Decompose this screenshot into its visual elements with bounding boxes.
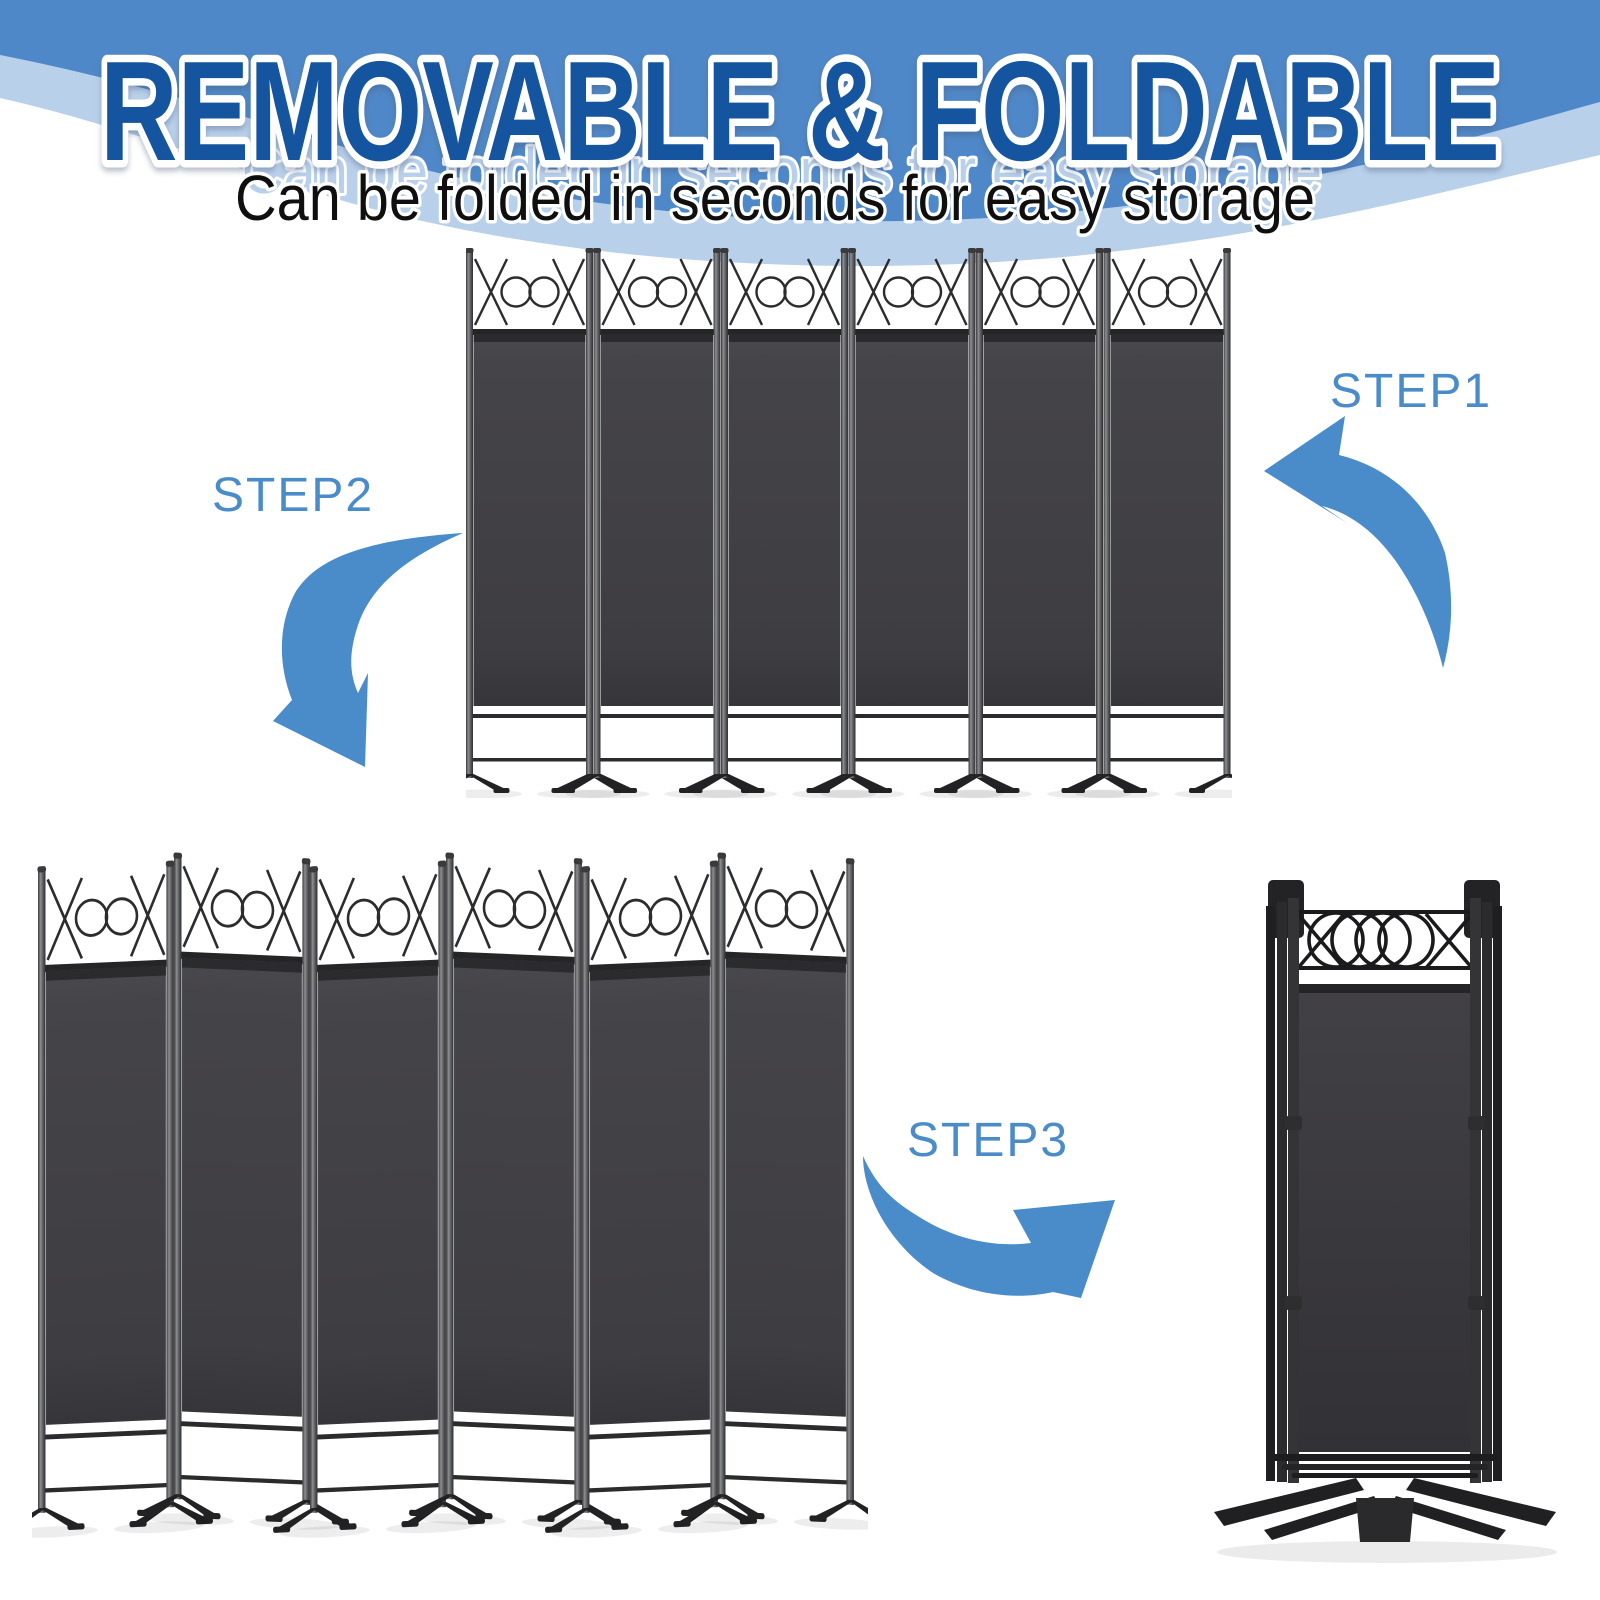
- folded-top-decor: [1296, 911, 1474, 970]
- page-title: REMOVABLE & FOLDABLE: [100, 32, 1500, 191]
- step2-curved-arrow-icon: [273, 533, 463, 767]
- divider-zigzag-image: [32, 842, 868, 1570]
- page-subtitle: Can be folded in seconds for easy storag…: [235, 162, 1315, 234]
- step2-label: STEP2: [212, 469, 375, 522]
- step1-curved-arrow-icon: [1264, 416, 1452, 668]
- subtitle-ghost: Can be folded in seconds for easy storag…: [242, 135, 1322, 207]
- step3-label: STEP3: [907, 1114, 1070, 1167]
- divider-folded-image: [1214, 880, 1557, 1563]
- folded-divider: [1214, 880, 1557, 1563]
- folded-feet: [1214, 1478, 1556, 1542]
- header-banner: Can be folded in seconds for easy storag…: [0, 0, 1600, 267]
- wave-light-band: [0, 55, 1600, 267]
- divider-unfolded-image: [466, 246, 1232, 798]
- step3-curved-arrow-icon: [863, 1156, 1115, 1298]
- wave-blue: [0, 0, 1600, 222]
- step1-label: STEP1: [1330, 365, 1493, 418]
